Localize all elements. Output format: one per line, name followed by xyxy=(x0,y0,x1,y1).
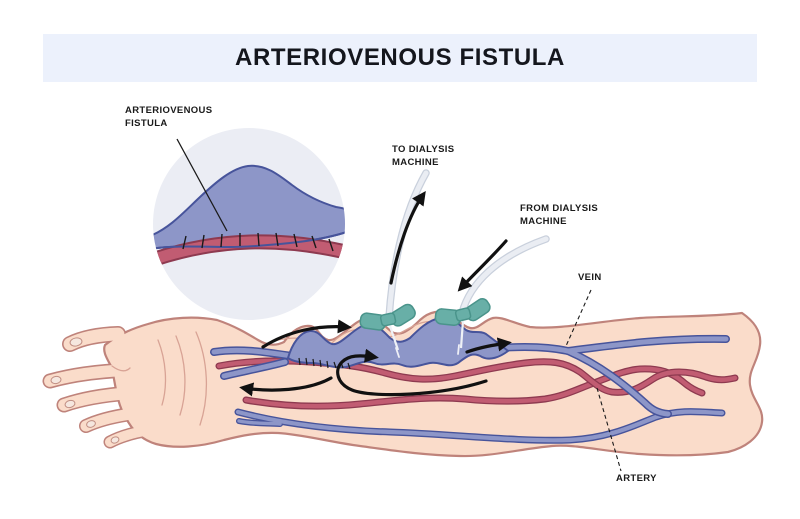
artery-lower xyxy=(242,365,706,410)
arrow-to-dialysis xyxy=(389,190,426,285)
inset-leader-line xyxy=(176,138,228,232)
suture-marks-arm xyxy=(298,357,351,370)
vein-label: VEIN xyxy=(578,272,602,283)
inset-label-line2: FISTULA xyxy=(125,117,168,129)
inset-magnifier xyxy=(153,128,345,320)
arrow-from-dialysis xyxy=(457,239,508,292)
flow-arrows xyxy=(239,190,512,397)
inset-label: ARTERIOVENOUS FISTULA xyxy=(125,105,212,131)
arrow-artery-to-hand xyxy=(239,376,333,397)
to-dialysis-line1: TO DIALYSIS xyxy=(392,144,455,155)
from-dialysis-line1: FROM DIALYSIS xyxy=(520,203,599,214)
needle-left xyxy=(388,325,400,351)
needle-shine-marks xyxy=(395,344,460,358)
arm xyxy=(42,310,764,458)
title-banner: ARTERIOVENOUS FISTULA xyxy=(43,34,757,82)
wing-connector-right xyxy=(434,298,491,327)
from-dialysis-line2: MACHINE xyxy=(520,215,567,227)
tube-to-machine xyxy=(385,169,430,322)
vein-leader-line xyxy=(565,289,592,347)
wing-connector-left xyxy=(359,303,416,331)
tube-from-machine xyxy=(458,235,550,317)
artery-leader-line xyxy=(596,387,622,472)
page-title: ARTERIOVENOUS FISTULA xyxy=(235,44,565,71)
arrow-vein-flow xyxy=(465,337,512,354)
artery-label: ARTERY xyxy=(616,473,657,484)
arrow-shunt-uturn xyxy=(336,348,488,397)
to-dialysis-label: TO DIALYSIS MACHINE xyxy=(392,144,454,170)
inset-label-line1: ARTERIOVENOUS xyxy=(125,105,213,116)
inset-artery-fill xyxy=(153,236,345,268)
hand-creases xyxy=(111,331,208,426)
from-dialysis-label: FROM DIALYSIS MACHINE xyxy=(520,203,598,229)
suture-marks-inset xyxy=(182,232,334,252)
fingernails xyxy=(50,337,120,444)
arrow-over-skin xyxy=(261,319,352,349)
needle-right xyxy=(459,320,465,349)
to-dialysis-line2: MACHINE xyxy=(392,156,439,168)
inset-vein-bottom-edge xyxy=(153,230,345,250)
